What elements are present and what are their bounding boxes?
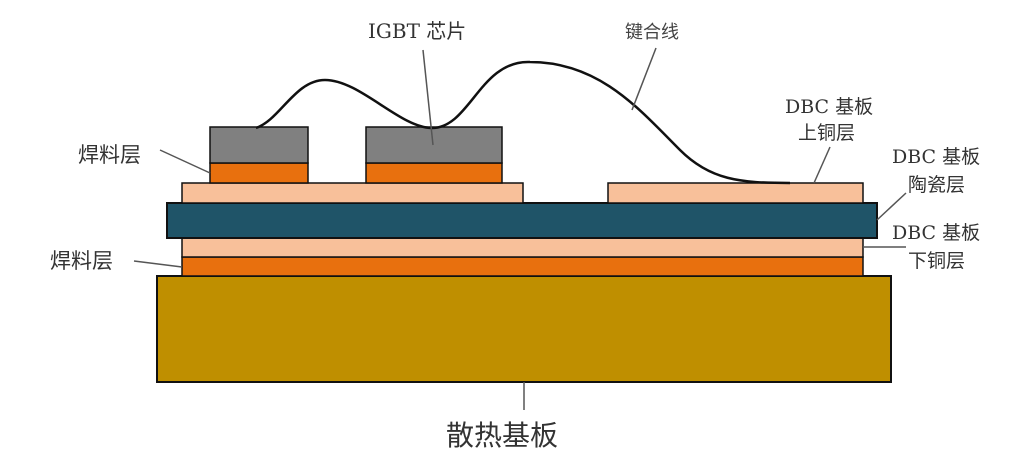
- leader-bond-wire: [631, 47, 657, 111]
- dbc-lower-copper-layer: [181, 237, 864, 258]
- label-solder-top: 焊料层: [78, 143, 141, 167]
- bond-wire: [255, 60, 791, 185]
- label-dbc-lower-1: DBC 基板: [892, 222, 980, 244]
- lower-solder-layer: [181, 256, 864, 277]
- chip2-solder: [365, 162, 503, 184]
- label-igbt-chip: IGBT 芯片: [368, 19, 466, 43]
- dbc-ceramic-layer: [166, 202, 878, 239]
- leader-solder-top: [159, 149, 211, 174]
- dbc-upper-copper-right: [607, 182, 864, 204]
- label-dbc-ceramic-1: DBC 基板: [892, 146, 980, 168]
- leader-igbt-chip: [422, 49, 434, 146]
- label-solder-bottom: 焊料层: [50, 249, 113, 273]
- igbt-chip-1: [209, 126, 309, 164]
- label-baseplate: 散热基板: [446, 419, 558, 452]
- label-dbc-upper-2: 上铜层: [798, 122, 855, 144]
- leader-dbc-ceramic: [876, 192, 907, 221]
- label-bond-wire: 键合线: [625, 22, 679, 43]
- label-dbc-ceramic-2: 陶瓷层: [908, 174, 965, 196]
- chip1-solder: [209, 162, 309, 184]
- igbt-chip-2: [365, 126, 503, 164]
- leader-solder-bottom: [133, 260, 183, 268]
- dbc-upper-copper-left: [181, 182, 524, 204]
- label-dbc-lower-2: 下铜层: [908, 250, 965, 272]
- baseplate-layer: [156, 275, 892, 383]
- label-dbc-upper-1: DBC 基板: [785, 96, 873, 118]
- leader-dbc-upper: [813, 146, 831, 184]
